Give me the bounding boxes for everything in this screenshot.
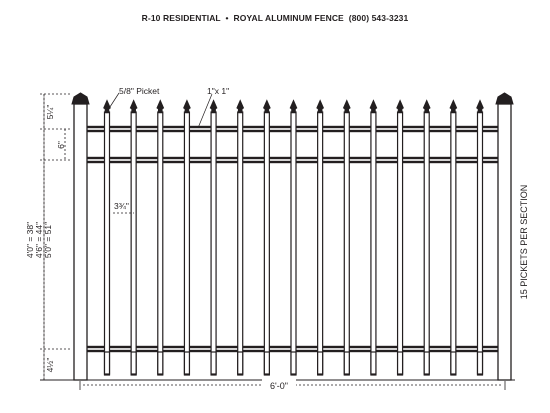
picket-spacing-dimension: 3¾"	[113, 201, 134, 214]
picket-size-label: 5/8" Picket	[119, 86, 160, 96]
picket	[449, 99, 458, 376]
picket	[156, 99, 165, 376]
picket	[316, 99, 325, 376]
fence-section	[71, 92, 514, 381]
picket	[369, 99, 378, 376]
height-label-5-0: 5'0" = 51"	[43, 222, 53, 258]
picket	[183, 99, 191, 376]
bottom-clearance-label: 4½"	[45, 358, 55, 373]
model-name: R-10 RESIDENTIAL	[141, 13, 221, 23]
fence-post-right	[495, 92, 514, 381]
picket	[129, 99, 138, 376]
phone-number: (800) 543-3231	[348, 13, 409, 23]
picket	[476, 99, 484, 376]
section-width-label: 6'-0"	[270, 381, 288, 391]
height-dimensions	[40, 93, 72, 380]
picket	[236, 99, 245, 376]
width-dimension: 6'-0"	[79, 379, 506, 392]
title-separator: •	[225, 13, 229, 23]
rail-size-label: 1"x 1"	[207, 86, 229, 96]
pickets-per-section-note: 15 PICKETS PER SECTION	[519, 185, 529, 300]
picket	[396, 99, 404, 376]
picket	[262, 99, 271, 376]
height-label-4-6: 4'6" = 44"	[34, 222, 44, 258]
picket	[103, 99, 111, 376]
picket	[342, 99, 351, 376]
picket-callout: 5/8" Picket	[105, 86, 160, 114]
fence-pickets	[103, 99, 484, 376]
top-extension-label: 5¼"	[45, 105, 55, 120]
picket	[289, 99, 298, 376]
diagram-title: R-10 RESIDENTIAL • ROYAL ALUMINUM FENCE …	[0, 13, 550, 23]
picket	[209, 99, 218, 376]
brand-name: ROYAL ALUMINUM FENCE	[233, 13, 344, 23]
picket-spacing-label: 3¾"	[114, 201, 129, 211]
height-label-4-0: 4'0" = 38"	[25, 222, 35, 258]
rail-spacing-label: 6"	[56, 141, 66, 149]
picket	[422, 99, 431, 376]
fence-post-left	[71, 92, 90, 381]
rail-callout: 1"x 1"	[197, 86, 229, 129]
